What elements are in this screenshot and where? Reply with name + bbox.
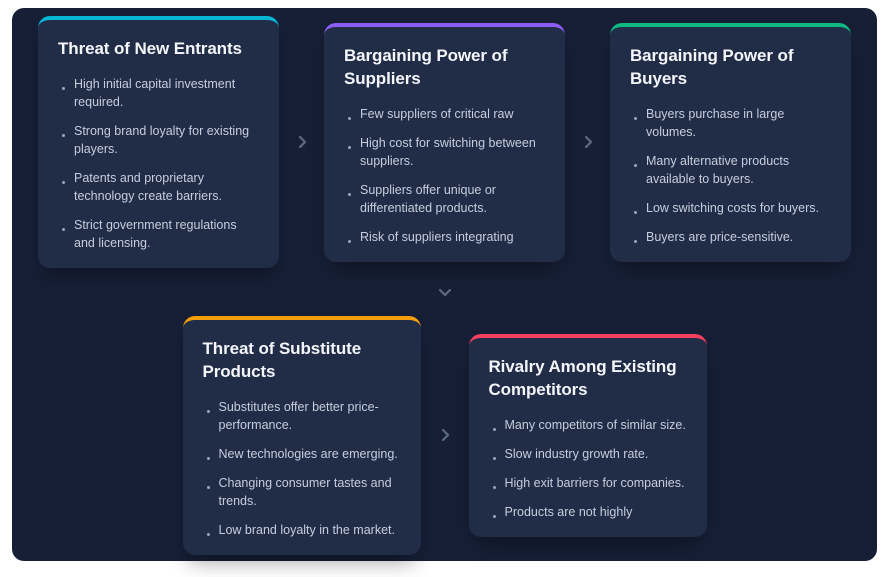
bullet-list: Substitutes offer better price-performan… [203, 398, 401, 539]
top-row: Threat of New Entrants High initial capi… [36, 16, 853, 269]
bullet-item: Products are not highly [489, 503, 687, 521]
bullet-list: Few suppliers of critical raw High cost … [344, 105, 545, 246]
connector-suppliers-to-buyers [565, 133, 610, 151]
bullet-list: Buyers purchase in large volumes. Many a… [630, 105, 831, 246]
bullet-item: Slow industry growth rate. [489, 445, 687, 463]
bullet-item: Many alternative products available to b… [630, 152, 831, 188]
bullet-item: Buyers purchase in large volumes. [630, 105, 831, 141]
card-bargaining-power-of-buyers: Bargaining Power of Buyers Buyers purcha… [610, 22, 851, 262]
bullet-item: Changing consumer tastes and trends. [203, 474, 401, 510]
card-threat-of-substitute-products: Threat of Substitute Products Substitute… [182, 316, 421, 555]
bottom-row: Threat of Substitute Products Substitute… [36, 316, 853, 555]
card-title: Threat of New Entrants [58, 39, 242, 59]
connector-substitutes-to-rivalry [421, 426, 469, 444]
bullet-list: High initial capital investment required… [58, 75, 259, 252]
bullet-item: Low brand loyalty in the market. [203, 521, 401, 539]
bullet-item: High exit barriers for companies. [489, 474, 687, 492]
bullet-item: Suppliers offer unique or differentiated… [344, 181, 545, 217]
chevron-right-icon [441, 429, 449, 442]
bullet-item: Buyers are price-sensitive. [630, 228, 831, 246]
card-title: Bargaining Power of Suppliers [344, 45, 508, 88]
card-title: Rivalry Among Existing Competitors [488, 357, 677, 399]
bullet-item: Strict government regulations and licens… [58, 216, 259, 252]
bullet-item: High initial capital investment required… [58, 75, 259, 111]
connector-row1-to-row2 [36, 283, 853, 301]
card-bargaining-power-of-suppliers: Bargaining Power of Suppliers Few suppli… [324, 22, 565, 262]
bullet-list: Many competitors of similar size. Slow i… [489, 416, 687, 521]
bullet-item: Few suppliers of critical raw [344, 105, 545, 123]
card-threat-of-new-entrants: Threat of New Entrants High initial capi… [38, 16, 279, 269]
chevron-down-icon [438, 288, 451, 297]
bullet-item: Risk of suppliers integrating [344, 228, 545, 246]
bullet-item: High cost for switching between supplier… [344, 134, 545, 170]
bullet-item: New technologies are emerging. [203, 445, 401, 463]
connector-entrants-to-suppliers [279, 133, 324, 151]
bullet-item: Many competitors of similar size. [489, 416, 687, 434]
bullet-item: Patents and proprietary technology creat… [58, 169, 259, 205]
bullet-item: Substitutes offer better price-performan… [203, 398, 401, 434]
chevron-right-icon [584, 135, 592, 149]
bullet-item: Low switching costs for buyers. [630, 199, 831, 217]
card-title: Bargaining Power of Buyers [630, 45, 794, 88]
bullet-item: Strong brand loyalty for existing player… [58, 122, 259, 158]
chevron-right-icon [298, 135, 306, 149]
five-forces-board: Threat of New Entrants High initial capi… [12, 8, 877, 561]
card-rivalry-among-existing-competitors: Rivalry Among Existing Competitors Many … [468, 334, 707, 537]
card-title: Threat of Substitute Products [202, 339, 362, 381]
